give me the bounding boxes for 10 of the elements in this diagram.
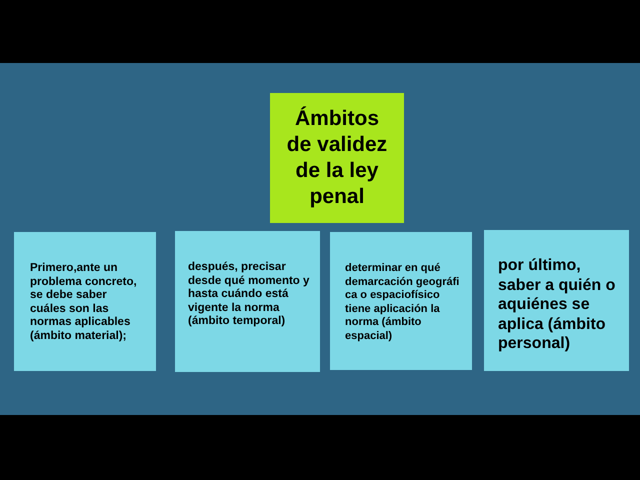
info-box <box>175 231 320 372</box>
box-text: después, precisar desde qué momento y hasta cuándo está vigente la norma (ámbito temporal) <box>188 261 310 328</box>
info-box <box>484 230 629 371</box>
box-text: Primero,ante un problema concreto, se debe saber cuáles son las normas aplicables (ámbito material); <box>30 262 138 343</box>
title-box <box>270 93 404 223</box>
box-text: por último, saber a quién o aquiénes se aplica (ámbito personal) <box>498 256 616 354</box>
title-text: Ámbitos de validez de la ley penal <box>286 106 388 210</box>
info-box <box>330 232 472 370</box>
info-box <box>14 232 156 371</box>
box-text: determinar en qué demarcación geográfi ca o espaciofísico tiene aplicación la norma (ámbito espacial) <box>345 262 460 343</box>
